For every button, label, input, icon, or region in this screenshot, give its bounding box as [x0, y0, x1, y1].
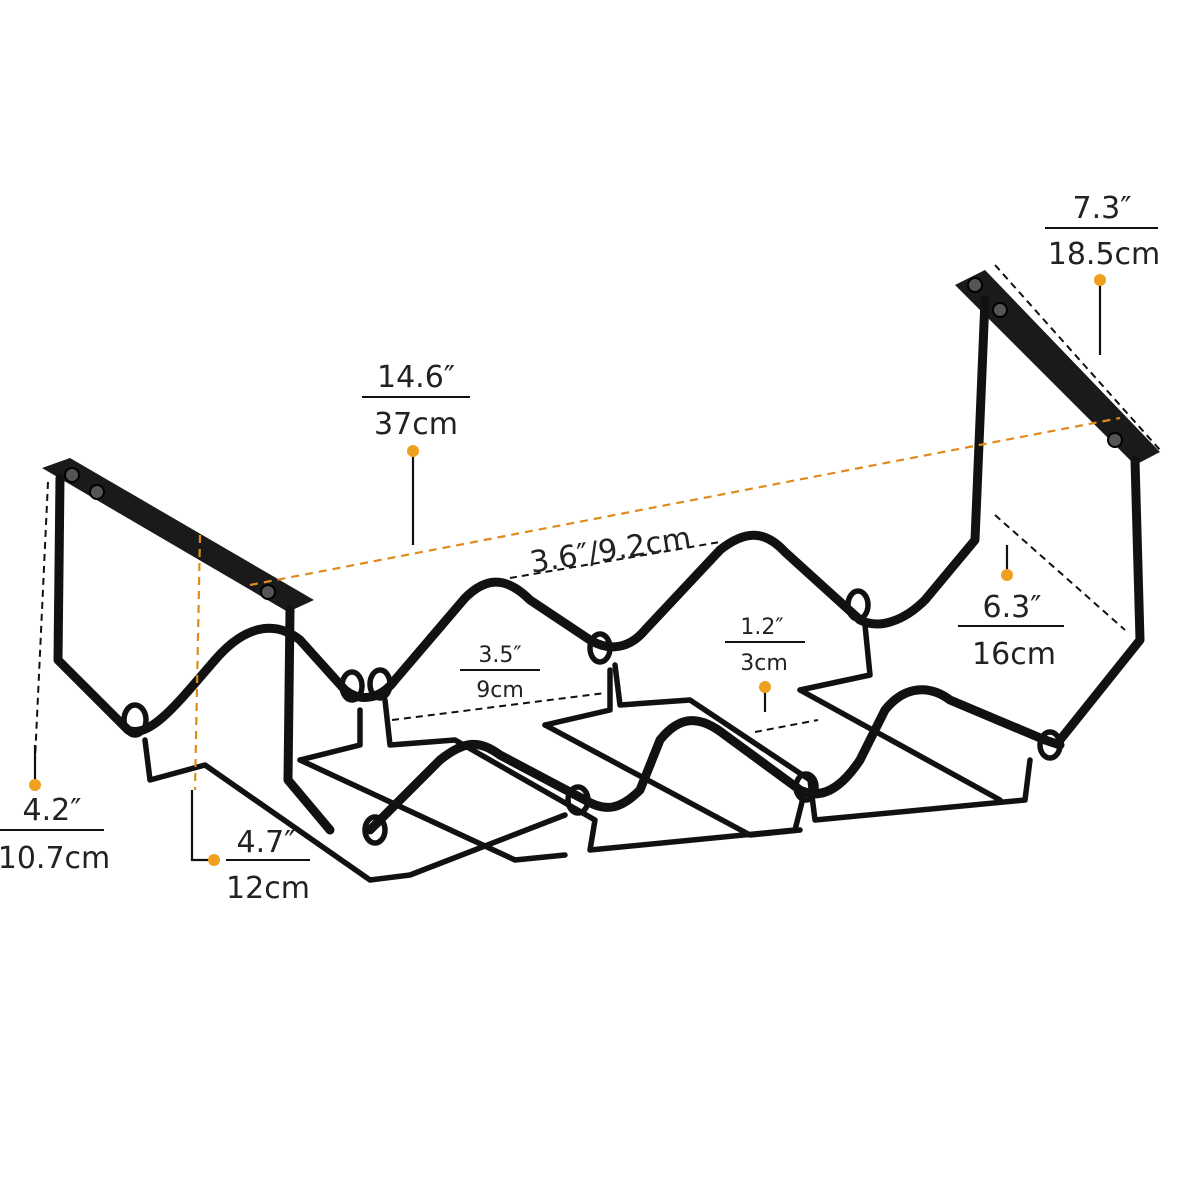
slot-width-metric: 9cm [476, 678, 524, 703]
label-overall-length: 14.6″ 37cm [362, 360, 470, 442]
dot-overall-height [29, 779, 41, 791]
indicator-dots [29, 274, 1106, 866]
back-wave-frame [53, 295, 990, 736]
hanger-height-imperial: 4.7″ [237, 825, 296, 860]
label-hanger-height: 4.7″ 12cm [226, 825, 310, 906]
slot-spacing-label: 3.6″/9.2cm [528, 521, 694, 581]
label-rail-depth: 6.3″ 16cm [958, 590, 1064, 672]
dot-mount-length [1094, 274, 1106, 286]
rail-depth-metric: 16cm [972, 637, 1056, 672]
hanger-height-metric: 12cm [226, 871, 310, 906]
dot-rail-depth [1001, 569, 1013, 581]
label-mount-length: 7.3″ 18.5cm [1045, 191, 1160, 272]
front-left-leg [283, 605, 335, 835]
overall-height-metric: 10.7cm [0, 841, 110, 876]
left-mounting-bar [42, 458, 314, 612]
overall-length-imperial: 14.6″ [377, 360, 455, 395]
dot-hanger-height [208, 854, 220, 866]
mount-length-imperial: 7.3″ [1073, 191, 1132, 226]
right-mounting-bar [955, 270, 1160, 465]
slot-width-imperial: 3.5″ [478, 643, 521, 668]
dot-slot-opening [759, 681, 771, 693]
front-wave-frame [365, 685, 1065, 835]
rail-depth-imperial: 6.3″ [983, 590, 1042, 625]
wire-loops [121, 588, 1063, 846]
glass-slot-rails [142, 622, 1033, 883]
dot-overall-length [407, 445, 419, 457]
label-slot-width: 3.5″ 9cm [460, 643, 540, 703]
slot-opening-imperial: 1.2″ [740, 615, 783, 640]
mount-length-metric: 18.5cm [1048, 237, 1161, 272]
front-right-leg [1055, 455, 1145, 745]
label-overall-height: 4.2″ 10.7cm [0, 793, 110, 876]
rack-illustration [42, 270, 1160, 883]
dimension-guides [34, 264, 1161, 791]
label-slot-opening: 1.2″ 3cm [725, 615, 805, 676]
overall-length-metric: 37cm [374, 407, 458, 442]
slot-opening-metric: 3cm [740, 651, 788, 676]
overall-height-imperial: 4.2″ [23, 793, 82, 828]
